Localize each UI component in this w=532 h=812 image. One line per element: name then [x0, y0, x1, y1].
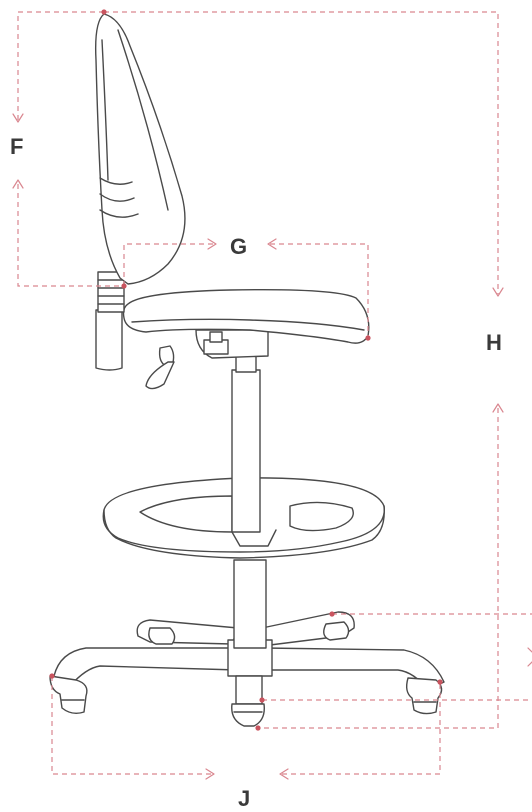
- dimension-h: [104, 11, 504, 729]
- dimension-g: [123, 238, 369, 338]
- dimension-points: [49, 9, 443, 731]
- lower-cylinder: [233, 559, 267, 649]
- dimension-j: [51, 676, 441, 780]
- backrest-post: [95, 271, 125, 371]
- dimension-base-height: [262, 613, 532, 701]
- seat-mechanism: [145, 329, 269, 390]
- seat-cushion: [122, 288, 370, 344]
- chair-illustration: [49, 13, 445, 727]
- label-h: H: [486, 330, 502, 355]
- dimension-lines: [12, 9, 532, 780]
- chair-base: [49, 611, 445, 727]
- upper-cylinder: [231, 369, 261, 533]
- backrest: [94, 13, 186, 285]
- dimension-f: [12, 11, 124, 287]
- label-g: G: [230, 234, 247, 259]
- label-j: J: [238, 786, 250, 811]
- label-f: F: [10, 134, 23, 159]
